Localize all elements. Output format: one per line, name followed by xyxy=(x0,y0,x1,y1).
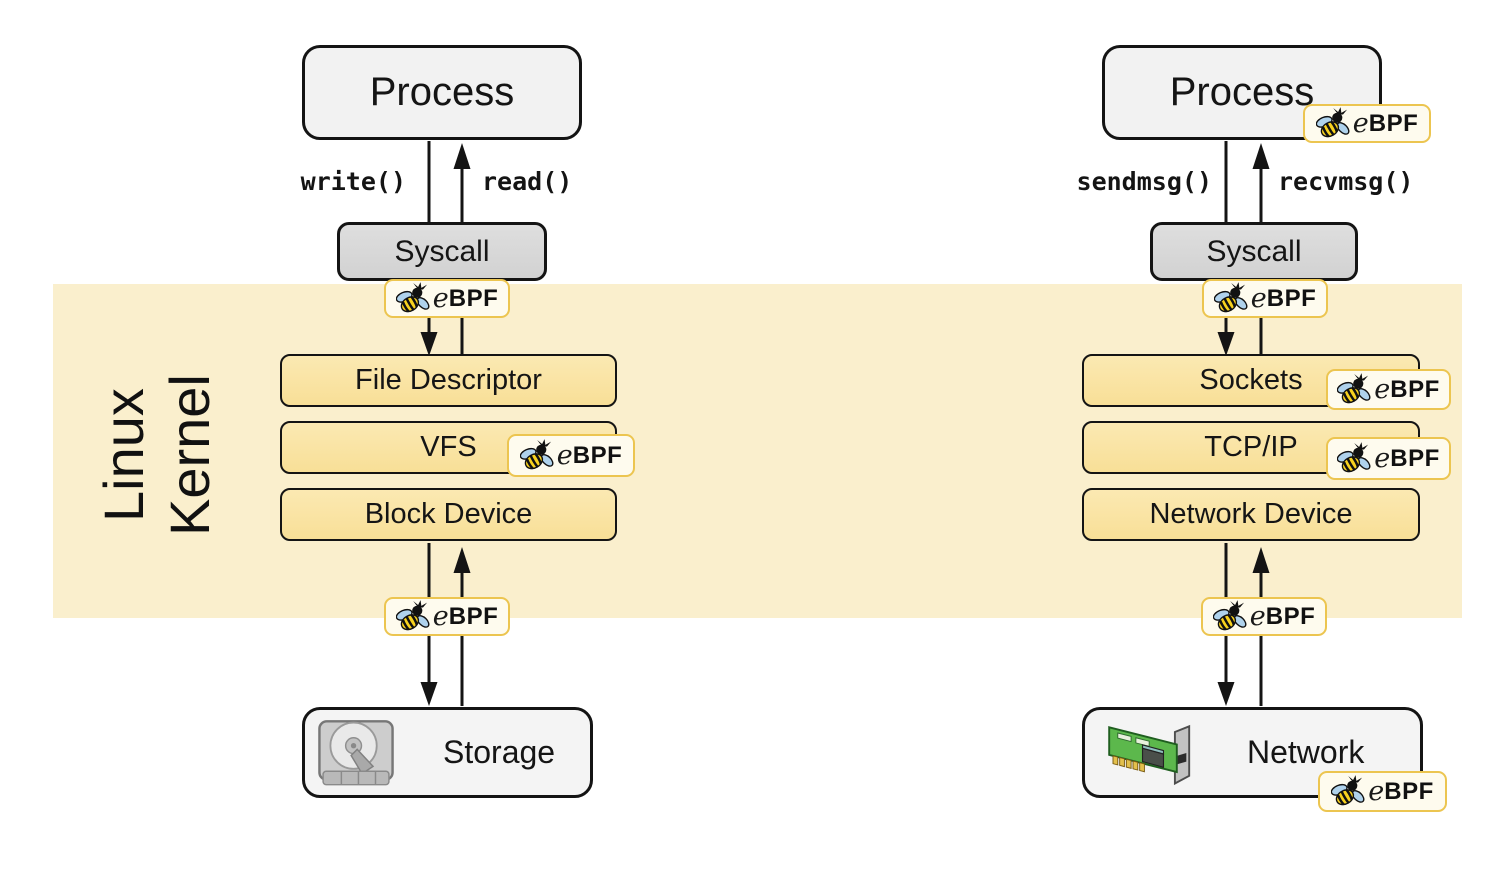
layer-label: Sockets xyxy=(1199,364,1303,396)
ebpf-label-e: e xyxy=(1368,776,1385,807)
arrow-head-up xyxy=(1252,547,1270,573)
layer-box-file-descriptor: File Descriptor xyxy=(280,354,617,407)
arrow-head-up xyxy=(453,547,471,573)
bee-icon xyxy=(1315,107,1352,140)
layer-label: VFS xyxy=(420,431,477,463)
ebpf-label-bpf: BPF xyxy=(448,284,499,312)
ebpf-label-bpf: BPF xyxy=(1266,284,1317,312)
bee-icon xyxy=(1337,373,1374,406)
bee-icon xyxy=(1331,775,1368,808)
arrow-head-down xyxy=(1217,332,1235,356)
ebpf-label-e: e xyxy=(1374,443,1391,474)
bee-icon xyxy=(1337,442,1374,475)
syscall-box-left: Syscall xyxy=(337,222,547,281)
ebpf-label-e: e xyxy=(1374,374,1391,405)
arrow-head-up xyxy=(1252,143,1270,169)
read-syscall-label: read() xyxy=(482,166,573,196)
ebpf-label-bpf: BPF xyxy=(448,602,499,630)
left-flow-lines xyxy=(427,141,464,706)
process-box-left: Process xyxy=(302,45,582,140)
ebpf-label-bpf: BPF xyxy=(1390,444,1440,472)
bee-icon xyxy=(395,282,432,315)
layer-label: Block Device xyxy=(364,498,533,530)
sendmsg-syscall-label: sendmsg() xyxy=(1076,166,1212,196)
arrow-head-down xyxy=(1217,682,1235,706)
syscall-label: Syscall xyxy=(1206,234,1302,268)
ebpf-label-bpf: BPF xyxy=(1390,375,1440,403)
bee-icon xyxy=(1212,600,1249,633)
ebpf-label-bpf: BPF xyxy=(1384,777,1434,805)
layer-box-block-device: Block Device xyxy=(280,488,617,541)
ebpf-label-e: e xyxy=(556,440,573,471)
ebpf-label-bpf: BPF xyxy=(1265,602,1316,630)
ebpf-label-bpf: BPF xyxy=(572,441,623,469)
right-flow-lines xyxy=(1224,141,1263,706)
right-flow-heads xyxy=(1217,143,1270,706)
layer-label: Network Device xyxy=(1149,498,1353,530)
storage-label: Storage xyxy=(443,734,556,770)
ebpf-label-e: e xyxy=(1250,283,1267,314)
left-flow-heads xyxy=(420,143,471,706)
recvmsg-syscall-label: recvmsg() xyxy=(1278,166,1414,196)
ebpf-label-e: e xyxy=(432,283,449,314)
layer-label: TCP/IP xyxy=(1204,431,1298,463)
layer-label: File Descriptor xyxy=(355,364,542,396)
hard-disk-icon xyxy=(318,719,394,786)
bee-icon xyxy=(395,600,432,633)
arrow-head-up xyxy=(453,143,471,169)
arrow-head-down xyxy=(420,332,438,356)
ebpf-label-e: e xyxy=(432,601,449,632)
arrow-head-down xyxy=(420,682,438,706)
layer-box-network-device: Network Device xyxy=(1082,488,1420,541)
network-card-icon xyxy=(1108,724,1191,784)
ebpf-label-e: e xyxy=(1352,108,1369,139)
write-syscall-label: write() xyxy=(300,166,406,196)
process-label: Process xyxy=(369,70,515,114)
syscall-box-right: Syscall xyxy=(1150,222,1358,281)
ebpf-label-e: e xyxy=(1249,601,1266,632)
bee-icon xyxy=(1213,282,1250,315)
ebpf-label-bpf: BPF xyxy=(1368,109,1419,137)
bee-icon xyxy=(519,439,556,472)
storage-box: Storage xyxy=(302,707,593,798)
syscall-label: Syscall xyxy=(394,234,490,268)
process-label: Process xyxy=(1169,70,1315,114)
network-label: Network xyxy=(1247,734,1365,770)
